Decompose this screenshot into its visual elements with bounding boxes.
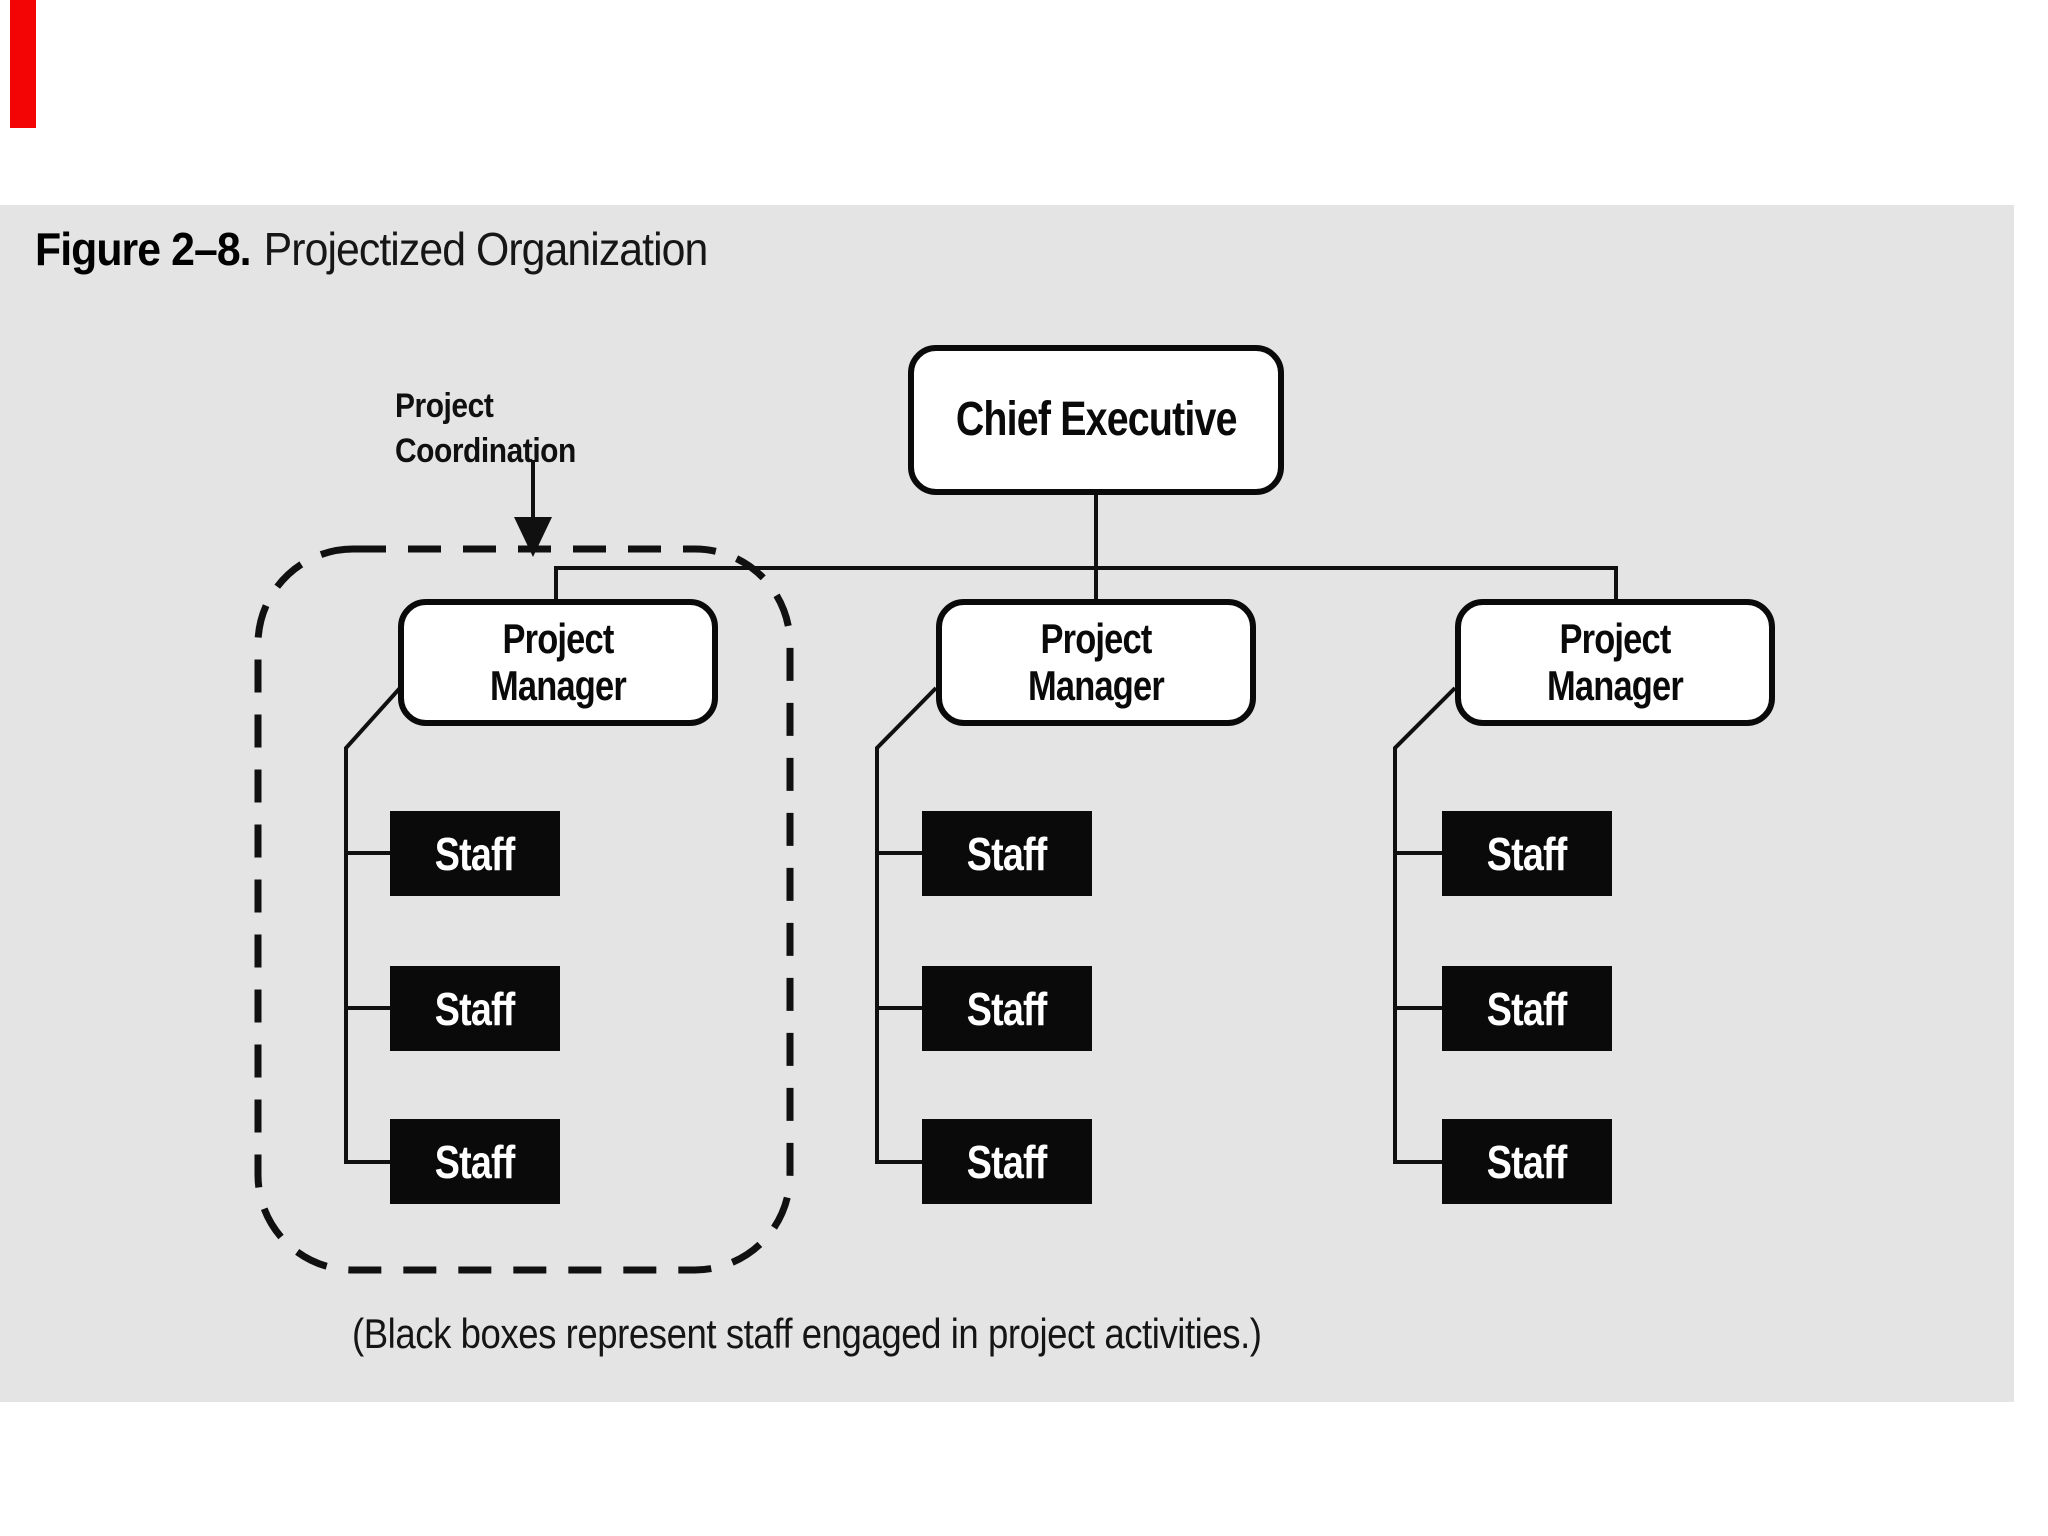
staff-box-2-3: Staff	[922, 1119, 1092, 1204]
staff-box-1-3: Staff	[390, 1119, 560, 1204]
figure-caption: (Black boxes represent staff engaged in …	[352, 1310, 1262, 1357]
figure-title: Figure 2–8.Projectized Organization	[35, 222, 709, 276]
staff-label: Staff	[967, 827, 1048, 880]
project-coordination-dashed-boundary	[254, 545, 794, 1274]
project-coordination-label: Project Coordination	[395, 387, 576, 471]
staff-box-3-2: Staff	[1442, 966, 1612, 1051]
staff-box-2-2: Staff	[922, 966, 1092, 1051]
staff-label: Staff	[435, 982, 516, 1035]
line-group1-trunk	[344, 686, 402, 1162]
chief-executive-box: Chief Executive	[908, 345, 1284, 495]
staff-box-1-1: Staff	[390, 811, 560, 896]
staff-label: Staff	[1487, 982, 1568, 1035]
staff-box-2-1: Staff	[922, 811, 1092, 896]
staff-label: Staff	[435, 827, 516, 880]
figure-name-label: Projectized Organization	[263, 223, 709, 275]
staff-label: Staff	[1487, 827, 1568, 880]
figure-number-label: Figure 2–8.	[35, 223, 252, 275]
staff-box-3-3: Staff	[1442, 1119, 1612, 1204]
staff-label: Staff	[435, 1135, 516, 1188]
staff-box-3-1: Staff	[1442, 811, 1612, 896]
chief-executive-label: Chief Executive	[955, 392, 1238, 446]
annotation-arrow-head	[514, 517, 552, 557]
project-manager-label: Project Manager	[1547, 615, 1684, 709]
red-margin-bar	[10, 0, 36, 128]
project-manager-label: Project Manager	[1028, 615, 1165, 709]
staff-label: Staff	[1487, 1135, 1568, 1188]
staff-label: Staff	[967, 982, 1048, 1035]
project-manager-box-3: Project Manager	[1455, 599, 1775, 726]
project-manager-label: Project Manager	[490, 615, 627, 709]
project-manager-box-2: Project Manager	[936, 599, 1256, 726]
project-manager-box-1: Project Manager	[398, 599, 718, 726]
staff-label: Staff	[967, 1135, 1048, 1188]
line-group2-trunk	[875, 686, 938, 1162]
line-group3-trunk	[1393, 686, 1457, 1162]
staff-box-1-2: Staff	[390, 966, 560, 1051]
